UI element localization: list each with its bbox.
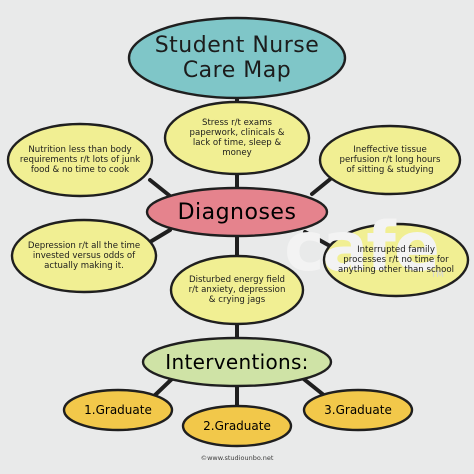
- diagnosis-family: Interrupted family processes r/t no time…: [337, 245, 455, 275]
- hub-bubble: [145, 186, 329, 238]
- family-bubble: [322, 222, 470, 298]
- watermark-trademark: TM: [430, 270, 444, 280]
- title-line-1: Student Nurse: [154, 33, 320, 58]
- page-title: Student Nurse Care Map: [137, 22, 337, 94]
- graduate-3-bubble: [302, 388, 414, 432]
- interventions-bubble: [141, 336, 333, 388]
- watermark: cafe: [284, 208, 440, 287]
- connector-depression-hub: [148, 228, 172, 244]
- diagnosis-nutrition: Nutrition less than body requirements r/…: [19, 145, 141, 175]
- graduate-2: 2.Graduate: [203, 419, 271, 433]
- footer-credit: ©www.studiounbo.net: [200, 454, 274, 462]
- energy-bubble: [169, 254, 305, 326]
- perfusion-bubble: [318, 124, 462, 196]
- nutrition-bubble: [6, 122, 154, 198]
- graduate-2-bubble: [181, 404, 293, 448]
- diagnosis-perfusion: Ineffective tissue perfusion r/t long ho…: [339, 145, 441, 175]
- depression-bubble: [10, 218, 158, 294]
- title-bubble: [127, 16, 347, 100]
- graduate-3: 3.Graduate: [324, 403, 392, 417]
- graduate-1-bubble: [62, 388, 174, 432]
- diagnosis-depression: Depression r/t all the time invested ver…: [27, 241, 141, 271]
- graduate-1: 1.Graduate: [84, 403, 152, 417]
- diagnosis-stress: Stress r/t exams paperwork, clinicals & …: [189, 118, 285, 158]
- connector-nutrition-hub: [148, 178, 172, 198]
- hub-label: Diagnoses: [177, 199, 297, 225]
- connector-family-hub: [303, 230, 332, 248]
- title-line-2: Care Map: [182, 58, 292, 83]
- diagnosis-energy: Disturbed energy field r/t anxiety, depr…: [188, 275, 286, 305]
- interventions-label: Interventions:: [165, 350, 309, 374]
- stress-bubble: [163, 100, 311, 176]
